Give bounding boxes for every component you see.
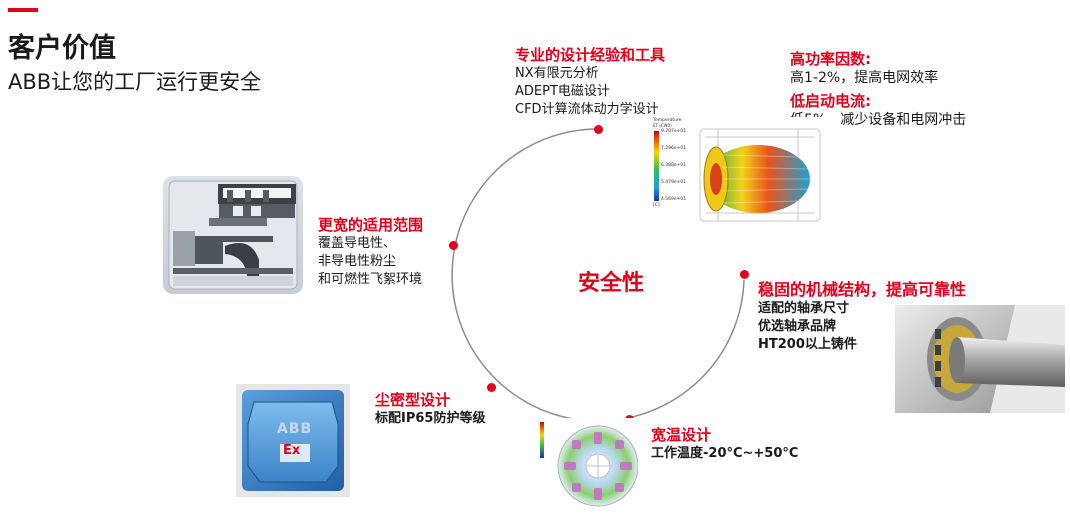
arc-dot-range xyxy=(449,241,458,250)
feature-mechanical: 稳固的机械结构，提高可靠性 适配的轴承尺寸 优选轴承品牌 HT200以上铸件 xyxy=(758,276,966,354)
design-line: CFD计算流体动力学设计 xyxy=(515,102,659,117)
dust-heading: 尘密型设计 xyxy=(375,391,451,409)
range-line: 覆盖导电性、 xyxy=(318,236,397,251)
legend-value: 7.296e+01 xyxy=(661,146,687,151)
range-line: 非导电性粉尘 xyxy=(318,254,397,269)
range-heading: 更宽的适用范围 xyxy=(318,216,424,234)
power-factor-line: 高1-2%，提高电网效率 xyxy=(790,70,939,86)
page-title: 客户价值 xyxy=(8,33,116,64)
power-factor-heading: 高功率因数: xyxy=(790,50,871,68)
mechanical-line: 优选轴承品牌 xyxy=(758,319,837,334)
dust-line: 标配IP65防护等级 xyxy=(375,411,486,426)
arc-dot-mechanical xyxy=(740,270,749,279)
motor-thermal-image: Temperature ET (CW0) 9.207e+01 7.296e+01… xyxy=(648,117,836,232)
arc-dot-design xyxy=(594,125,603,134)
legend-subtitle: ET (CW0) xyxy=(653,123,672,128)
feature-range: 更宽的适用范围 覆盖导电性、 非导电性粉尘 和可燃性飞絮环境 xyxy=(318,214,423,289)
feature-dust: 尘密型设计 标配IP65防护等级 xyxy=(375,389,485,428)
seal-section-image xyxy=(163,176,303,294)
design-line: ADEPT电磁设计 xyxy=(515,84,610,99)
legend-value: 5.479e+01 xyxy=(661,180,687,185)
legend-value: 4.569e+01 xyxy=(661,197,687,202)
range-line: 和可燃性飞絮环境 xyxy=(318,272,423,287)
start-current-heading: 低启动电流: xyxy=(790,92,871,110)
ex-box-image: ABB Ex xyxy=(236,384,350,497)
bearing-image xyxy=(895,305,1065,413)
legend-value: 9.207e+01 xyxy=(661,129,687,134)
mechanical-heading: 稳固的机械结构，提高可靠性 xyxy=(758,280,967,299)
legend-title: Temperature xyxy=(653,118,682,123)
temp-heading: 宽温设计 xyxy=(651,426,712,444)
center-label: 安全性 xyxy=(578,271,645,296)
legend-unit: [C] xyxy=(653,203,660,208)
design-heading: 专业的设计经验和工具 xyxy=(515,46,666,64)
stator-thermal-image xyxy=(538,418,638,510)
mechanical-line: HT200以上铸件 xyxy=(758,337,857,352)
accent-bar xyxy=(8,8,38,12)
mechanical-line: 适配的轴承尺寸 xyxy=(758,301,850,316)
temp-line: 工作温度-20°C~+50°C xyxy=(651,446,799,461)
abb-logo-mark: ABB xyxy=(277,421,313,437)
design-line: NX有限元分析 xyxy=(515,66,599,81)
feature-temp: 宽温设计 工作温度-20°C~+50°C xyxy=(651,424,798,463)
feature-design: 专业的设计经验和工具 NX有限元分析 ADEPT电磁设计 CFD计算流体动力学设… xyxy=(515,44,665,119)
page-subtitle: ABB让您的工厂运行更安全 xyxy=(8,70,262,94)
legend-value: 6.388e+01 xyxy=(661,163,687,168)
arc-dot-dust xyxy=(487,383,496,392)
ex-mark: Ex xyxy=(283,443,301,458)
